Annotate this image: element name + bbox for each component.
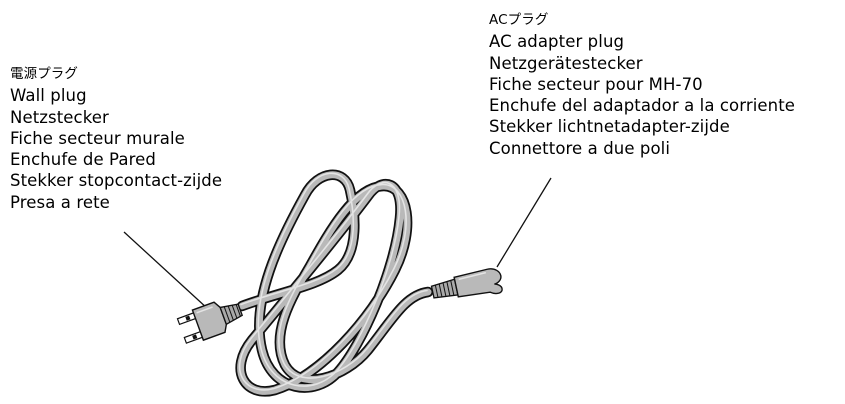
- adapter-plug-label-japanese: ACプラグ: [489, 12, 549, 28]
- adapter-plug-leader-line: [496, 177, 552, 268]
- adapter-plug-icon: [430, 268, 503, 299]
- adapter-plug-label-german: Netzgerätestecker: [489, 53, 643, 73]
- adapter-plug-label-italian: Connettore a due poli: [489, 138, 671, 158]
- adapter-plug-label-spanish: Enchufe del adaptador a la corriente: [489, 96, 796, 116]
- wall-plug-label-spanish: Enchufe de Pared: [10, 150, 156, 170]
- cord: [240, 173, 428, 391]
- adapter-plug-label-french: Fiche secteur pour MH-70: [489, 74, 703, 94]
- adapter-plug-label-dutch: Stekker lichtnetadapter-zijde: [489, 117, 730, 137]
- wall-plug-label-german: Netzstecker: [10, 107, 109, 127]
- adapter-plug-label-english: AC adapter plug: [489, 32, 625, 52]
- wall-plug-label-french: Fiche secteur murale: [10, 128, 185, 148]
- wall-plug-icon: [176, 301, 244, 344]
- wall-plug-label-dutch: Stekker stopcontact-zijde: [10, 171, 223, 191]
- wall-plug-label-english: Wall plug: [10, 86, 87, 106]
- wall-plug-leader-line: [123, 231, 209, 310]
- wall-plug-callout-text: 電源プラグ Wall plug Netzstecker Fiche secteu…: [10, 64, 222, 213]
- wall-plug-label-japanese: 電源プラグ: [10, 66, 78, 82]
- wall-plug-label-italian: Presa a rete: [10, 192, 110, 212]
- adapter-plug-callout-text: ACプラグ AC adapter plug Netzgerätestecker …: [489, 10, 795, 159]
